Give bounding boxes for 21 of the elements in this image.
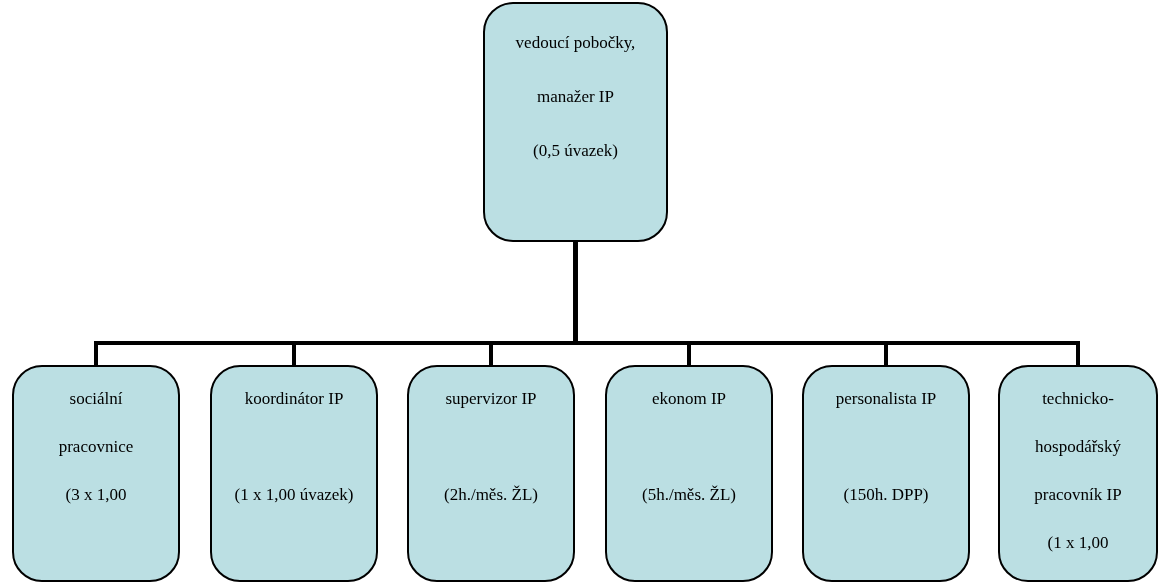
- role-box: [998, 365, 1158, 582]
- manager-box: [483, 2, 668, 242]
- role-title: vedoucí pobočky, manažer IP: [514, 32, 637, 108]
- role-title: supervizor IP: [445, 388, 537, 410]
- workload-note: (1 x 1,00: [1047, 532, 1109, 554]
- workload-note: (150h. DPP): [843, 484, 929, 506]
- role-box: [210, 365, 378, 582]
- role-box: [12, 365, 180, 582]
- workload-note: (0,5 úvazek): [533, 140, 618, 162]
- role-box: [407, 365, 575, 582]
- role-title: personalista IP: [835, 388, 937, 410]
- role-title: sociální pracovnice: [57, 388, 135, 458]
- workload-note: (3 x 1,00: [65, 484, 127, 506]
- role-title: ekonom IP: [651, 388, 727, 410]
- role-box: [605, 365, 773, 582]
- workload-note: (2h./měs. ŽL): [444, 484, 538, 506]
- role-title: technicko-hospodářský pracovník IP: [1033, 388, 1123, 506]
- workload-note: (5h./měs. ŽL): [642, 484, 736, 506]
- workload-note: (1 x 1,00 úvazek): [234, 484, 354, 506]
- role-box: [802, 365, 970, 582]
- role-title: koordinátor IP: [244, 388, 344, 410]
